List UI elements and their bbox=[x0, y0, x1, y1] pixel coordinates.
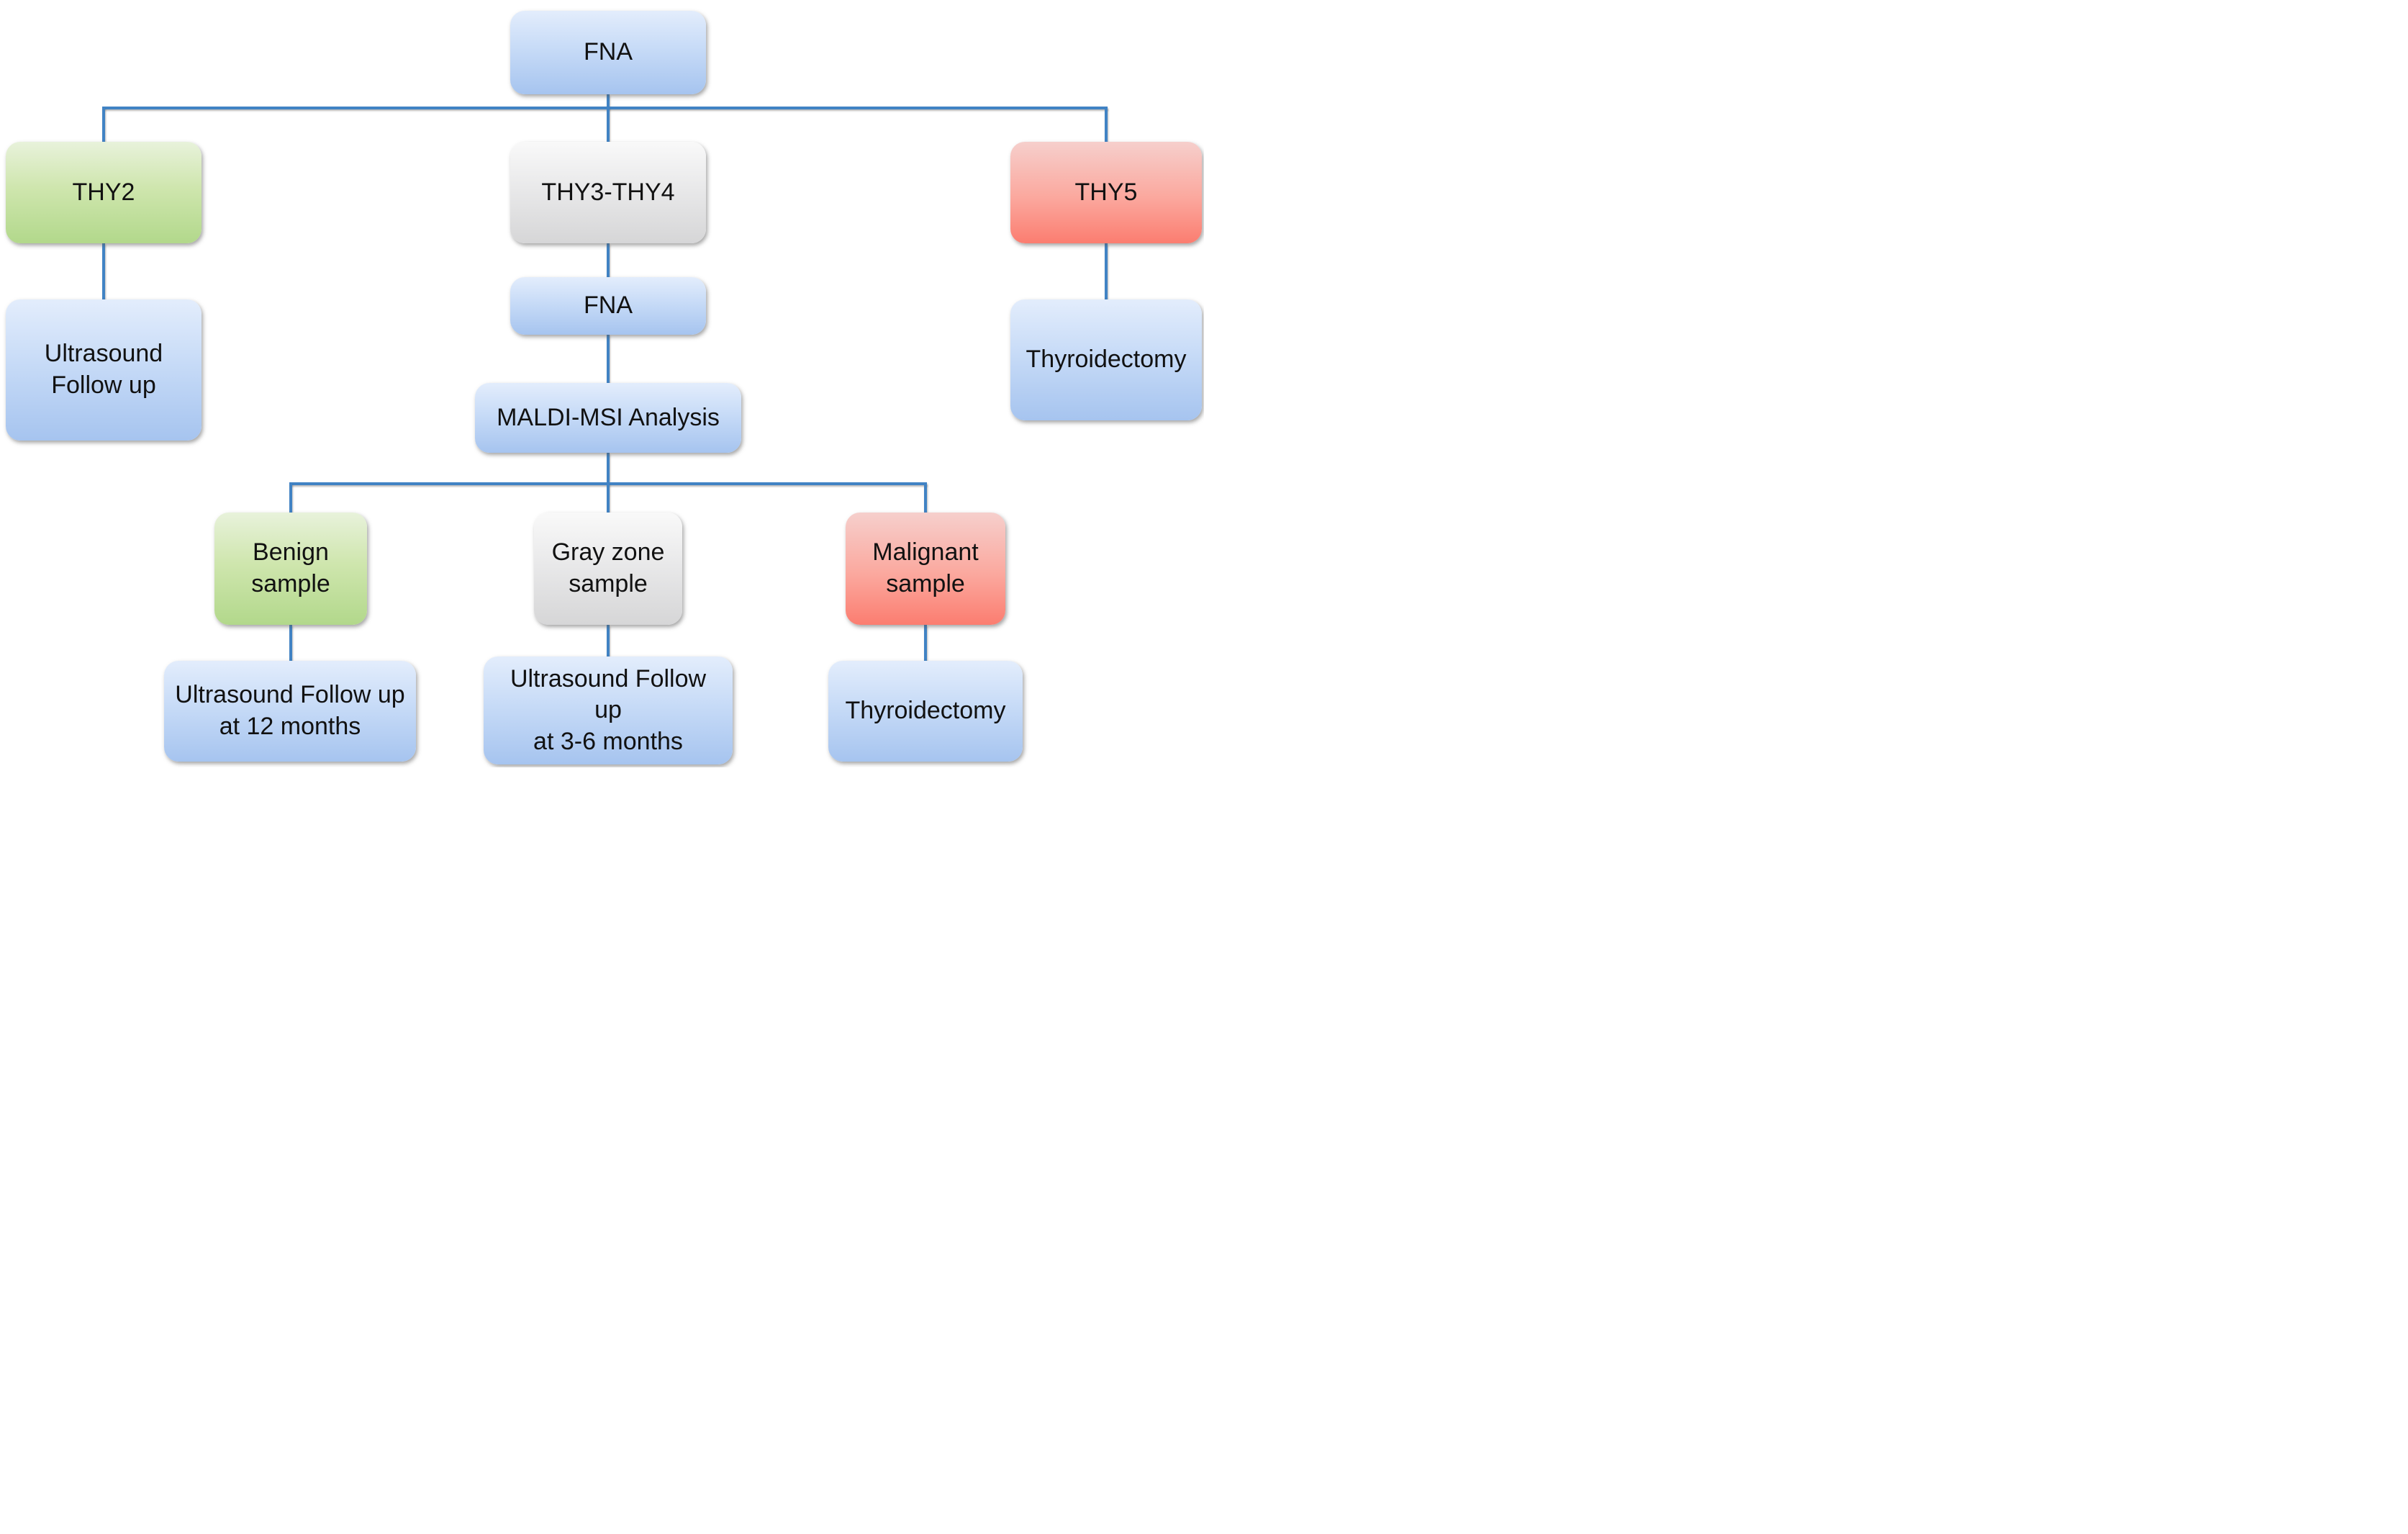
edge-fna-maldi bbox=[607, 334, 610, 383]
node-thy3-thy4-label: THY3-THY4 bbox=[541, 178, 675, 206]
node-thyroidectomy-bottom: Thyroidectomy bbox=[828, 661, 1023, 762]
node-thy5: THY5 bbox=[1010, 142, 1202, 243]
node-thy2: THY2 bbox=[6, 142, 202, 243]
flowchart: FNA THY2 THY3-THY4 THY5 Ultrasound Follo… bbox=[0, 0, 1204, 767]
edge-drop-thy5 bbox=[1105, 108, 1108, 143]
edge-fna-top-stem bbox=[607, 94, 610, 108]
node-thyroidectomy-right: Thyroidectomy bbox=[1010, 299, 1202, 420]
edge-maldi-stem bbox=[607, 453, 610, 482]
edge-drop-thy3-thy4 bbox=[607, 108, 610, 143]
edge-benign-us12 bbox=[289, 625, 292, 661]
node-thy2-label: THY2 bbox=[72, 178, 135, 206]
edge-thy2-ultrasound bbox=[102, 243, 105, 299]
node-maldi-msi-analysis: MALDI-MSI Analysis bbox=[475, 383, 741, 453]
node-us-follow-up-3-6m-label: Ultrasound Follow up at 3-6 months bbox=[510, 664, 707, 755]
edge-drop-benign bbox=[289, 484, 292, 513]
edge-malignant-thyroidectomy bbox=[924, 625, 927, 661]
node-us-follow-up-12m-label: Ultrasound Follow up at 12 months bbox=[175, 681, 405, 740]
node-malignant-sample: Malignant sample bbox=[846, 513, 1005, 625]
node-benign-sample: Benign sample bbox=[214, 513, 367, 625]
node-thyroidectomy-right-label: Thyroidectomy bbox=[1026, 346, 1187, 374]
node-us-follow-up-3-6m: Ultrasound Follow up at 3-6 months bbox=[484, 657, 733, 764]
node-us-follow-up-12m: Ultrasound Follow up at 12 months bbox=[164, 661, 416, 762]
edge-thy34-fna bbox=[607, 243, 610, 277]
node-thy5-label: THY5 bbox=[1074, 178, 1138, 206]
node-maldi-msi-analysis-label: MALDI-MSI Analysis bbox=[497, 403, 720, 431]
node-thy3-thy4: THY3-THY4 bbox=[510, 142, 706, 243]
node-fna-top-label: FNA bbox=[584, 38, 633, 66]
edge-drop-thy2 bbox=[102, 108, 105, 143]
node-fna-mid-label: FNA bbox=[584, 292, 633, 320]
node-fna-top: FNA bbox=[510, 11, 706, 94]
node-ultrasound-follow-up-label: Ultrasound Follow up bbox=[44, 340, 163, 399]
node-thyroidectomy-bottom-label: Thyroidectomy bbox=[845, 697, 1006, 725]
node-malignant-sample-label: Malignant sample bbox=[872, 538, 979, 597]
edge-level1-horizontal bbox=[102, 107, 1108, 109]
edge-drop-malignant bbox=[924, 484, 927, 513]
edge-thy5-thyroidectomy bbox=[1105, 243, 1108, 299]
edge-drop-gray-zone bbox=[607, 484, 610, 513]
node-gray-zone-sample-label: Gray zone sample bbox=[551, 538, 665, 597]
node-gray-zone-sample: Gray zone sample bbox=[534, 513, 682, 625]
node-fna-mid: FNA bbox=[510, 277, 706, 335]
edge-gray-us36 bbox=[607, 625, 610, 657]
node-benign-sample-label: Benign sample bbox=[251, 538, 330, 597]
node-ultrasound-follow-up: Ultrasound Follow up bbox=[6, 299, 202, 441]
